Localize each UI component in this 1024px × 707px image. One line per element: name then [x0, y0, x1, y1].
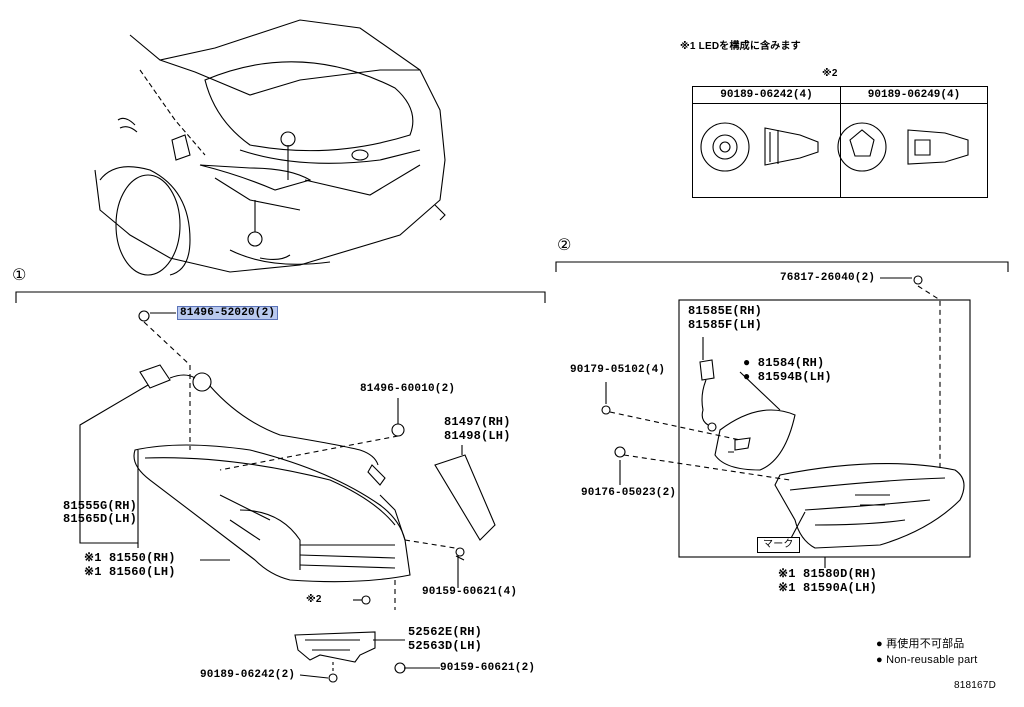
mark-label: マーク	[757, 537, 800, 553]
part-90159-60621-2[interactable]: 90159-60621(2)	[440, 662, 536, 674]
bulb-table: 90189-06242(4) 90189-06249(4)	[692, 86, 988, 198]
car-illustration	[94, 19, 446, 276]
part-81497[interactable]: 81497(RH)	[444, 415, 511, 429]
fastener-icons-s2	[601, 275, 923, 458]
part-52563D[interactable]: 52563D(LH)	[408, 639, 483, 653]
part-90189-06242-2[interactable]: 90189-06242(2)	[200, 669, 296, 681]
led-note: ※1 LEDを構成に含みます	[680, 41, 801, 52]
part-81560[interactable]: ※1 81560(LH)	[84, 565, 176, 579]
table-header-2: 90189-06249(4)	[841, 87, 987, 104]
socket-81585-art	[699, 359, 717, 432]
part-81590A[interactable]: ※1 81590A(LH)	[778, 581, 878, 595]
callout-2: ②	[557, 237, 572, 254]
part-81585F[interactable]: 81585F(LH)	[688, 318, 763, 332]
part-90179-05102[interactable]: 90179-05102(4)	[570, 364, 666, 376]
fastener-icons-s1	[138, 310, 465, 683]
diagram-id: 818167D	[954, 680, 996, 691]
leader-lines-s1	[79, 312, 463, 679]
part-81585E[interactable]: 81585E(RH)	[688, 304, 763, 318]
part-81565D[interactable]: 81565D(LH)	[63, 512, 138, 526]
part-81580D[interactable]: ※1 81580D(RH)	[778, 567, 878, 581]
part-52562E[interactable]: 52562E(RH)	[408, 625, 483, 639]
part-81496-52020[interactable]: 81496-52020(2)	[177, 306, 279, 320]
part-81555G[interactable]: 81555G(RH)	[63, 499, 138, 513]
part-81584[interactable]: ● 81584(RH)	[743, 356, 825, 370]
part-90176-05023[interactable]: 90176-05023(2)	[581, 487, 677, 499]
legend-en: ● Non-reusable part	[876, 654, 978, 666]
part-90159-60621-4[interactable]: 90159-60621(4)	[422, 586, 518, 598]
bracket-52562-art	[294, 631, 376, 663]
part-81550[interactable]: ※1 81550(RH)	[84, 551, 176, 565]
table-bulb-art	[700, 122, 969, 172]
callout-1: ①	[12, 267, 27, 284]
table-divider	[840, 87, 841, 197]
wire-harness-art	[139, 364, 386, 486]
part-76817-26040[interactable]: 76817-26040(2)	[780, 272, 876, 284]
gasket-art	[714, 409, 796, 471]
legend-jp: ● 再使用不可部品	[876, 638, 965, 650]
table-header-1: 90189-06242(4)	[693, 87, 841, 104]
rear-lamp-inner-art	[774, 463, 965, 549]
note-mark-2: ※2	[306, 594, 322, 605]
rear-lamp-lh-art	[133, 444, 411, 583]
part-81496-60010[interactable]: 81496-60010(2)	[360, 383, 456, 395]
part-81498[interactable]: 81498(LH)	[444, 429, 511, 443]
table-note-mark: ※2	[822, 68, 838, 79]
leader-lines-s2	[605, 277, 941, 568]
cover-81497-art	[434, 454, 496, 541]
part-81594B[interactable]: ● 81594B(LH)	[743, 370, 832, 384]
